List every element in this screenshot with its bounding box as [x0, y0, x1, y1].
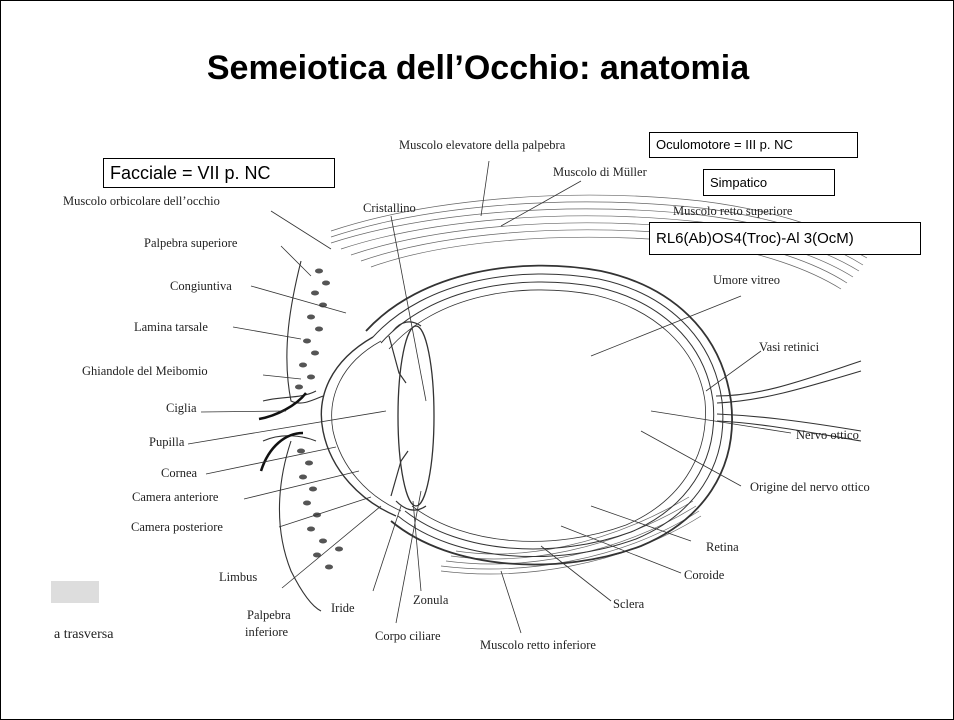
label-muscolo-retto-superiore: Muscolo retto superiore	[673, 204, 793, 218]
label-lamina-tarsale: Lamina tarsale	[134, 320, 208, 334]
label-camera-posteriore: Camera posteriore	[131, 520, 223, 534]
label-pupilla: Pupilla	[149, 435, 185, 449]
label-palpebra-inferiore-2: inferiore	[245, 625, 288, 639]
label-muscolo-retto-inferiore: Muscolo retto inferiore	[480, 638, 596, 652]
label-camera-anteriore: Camera anteriore	[132, 490, 219, 504]
facciale-nerve-box: Facciale = VII p. NC	[103, 158, 335, 188]
label-coroide: Coroide	[684, 568, 725, 582]
lower-eyelash	[261, 433, 303, 471]
label-origine-nervo-ottico: Origine del nervo ottico	[750, 480, 870, 494]
label-sclera: Sclera	[613, 597, 645, 611]
label-umore-vitreo: Umore vitreo	[713, 273, 780, 287]
label-muscolo-elevatore: Muscolo elevatore della palpebra	[399, 138, 566, 152]
label-congiuntiva: Congiuntiva	[170, 279, 232, 293]
meibomian-glands-lower	[297, 449, 343, 570]
label-cristallino: Cristallino	[363, 201, 416, 215]
lens-shape	[398, 326, 434, 506]
label-iride: Iride	[331, 601, 355, 615]
label-corpo-ciliare: Corpo ciliare	[375, 629, 441, 643]
label-ciglia: Ciglia	[166, 401, 197, 415]
label-cornea: Cornea	[161, 466, 198, 480]
label-zonula: Zonula	[413, 593, 449, 607]
label-retina: Retina	[706, 540, 739, 554]
iris-ciliary	[389, 322, 426, 510]
label-palpebra-inferiore-1: Palpebra	[247, 608, 291, 622]
extraocular-muscle-nerves-box: RL6(Ab)OS4(Troc)-Al 3(OcM)	[649, 222, 921, 255]
label-palpebra-superiore: Palpebra superiore	[144, 236, 238, 250]
cornea-inner-curve	[332, 341, 401, 511]
label-muscolo-orbicolare: Muscolo orbicolare dell’occhio	[63, 194, 220, 208]
label-limbus: Limbus	[219, 570, 257, 584]
label-ghiandole-meibomio: Ghiandole del Meibomio	[82, 364, 208, 378]
label-muscolo-muller: Muscolo di Müller	[553, 165, 648, 179]
upper-eyelash	[259, 393, 306, 419]
meibomian-glands-upper	[295, 269, 330, 390]
eyelids	[263, 261, 323, 611]
label-vasi-retinici: Vasi retinici	[759, 340, 820, 354]
label-nervo-ottico: Nervo ottico	[796, 428, 859, 442]
simpatico-nerve-box: Simpatico	[703, 169, 835, 196]
oculomotore-nerve-box: Oculomotore = III p. NC	[649, 132, 858, 158]
label-sezione-trasversa: a trasversa	[54, 627, 114, 642]
scan-shadow	[51, 581, 99, 603]
